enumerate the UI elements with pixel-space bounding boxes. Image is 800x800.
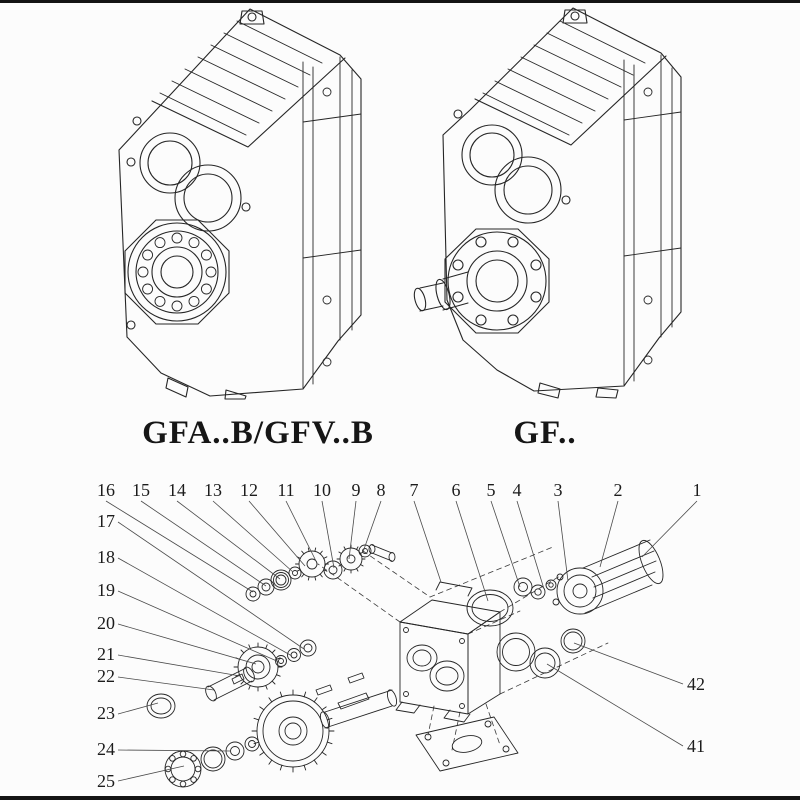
leader-line-7 [413,500,442,583]
part-callout-24: 24 [97,739,115,759]
leader-line-15 [140,500,267,587]
output-bearing-boss [124,219,230,325]
part-callout-13: 13 [204,480,222,500]
exploded-cover-plate [415,716,519,772]
gearbox-drawing-gf [413,7,682,399]
part-callout-8: 8 [377,480,386,500]
output-flange [444,228,550,334]
part-callout-18: 18 [97,547,115,567]
gearbox-drawing-gfab [118,8,362,400]
leader-line-14 [176,500,281,580]
exploded-output-gear-set [164,672,398,788]
part-callout-2: 2 [614,480,623,500]
page-top-border [0,0,800,3]
leader-line-19 [117,590,280,663]
part-callout-42: 42 [687,674,705,694]
part-callout-3: 3 [554,480,563,500]
part-callout-10: 10 [313,480,331,500]
part-callout-19: 19 [97,580,115,600]
part-callout-22: 22 [97,666,115,686]
exploded-intermediate-gear-set [146,639,317,719]
part-callout-41: 41 [687,736,705,756]
leader-line-20 [117,623,257,665]
exploded-fastener-set [513,577,557,600]
cooling-fins-left [159,20,323,136]
rib-column-right [623,54,682,386]
assembly-axis-lines [317,546,609,751]
rib-column-left [302,56,362,389]
part-callout-12: 12 [240,480,258,500]
part-callout-15: 15 [132,480,150,500]
leader-line-10 [321,500,335,569]
leader-line-11 [285,500,317,562]
exploded-gear-housing [395,581,501,723]
part-callout-16: 16 [97,480,115,500]
model-label-gf: GF.. [513,415,576,451]
leader-line-6 [455,500,489,602]
part-callout-6: 6 [452,480,461,500]
leader-line-41 [546,663,684,747]
leader-line-18 [117,557,293,657]
part-callout-14: 14 [168,480,186,500]
part-callout-25: 25 [97,771,115,791]
part-callout-23: 23 [97,703,115,723]
leader-line-8 [362,500,382,553]
output-shaft [413,271,469,312]
cooling-fins-right [482,20,646,136]
part-callout-4: 4 [513,480,522,500]
exploded-seal-ring [466,589,514,627]
leader-line-5 [490,500,521,588]
leader-line-12 [248,500,306,567]
model-label-gfab: GFA..B/GFV..B [142,415,374,451]
leader-line-23 [117,702,159,715]
leader-line-13 [212,500,294,573]
leader-line-16 [105,500,254,593]
leader-line-24 [117,749,231,752]
part-callout-21: 21 [97,644,115,664]
part-callout-9: 9 [352,480,361,500]
leader-line-42 [573,642,684,685]
leader-line-4 [516,500,545,590]
exploded-motor-assembly [552,539,664,615]
exploded-view-drawing [137,232,664,788]
part-callout-7: 7 [410,480,419,500]
leader-line-3 [557,500,569,582]
page-bottom-border [0,796,800,800]
part-callout-1: 1 [693,480,702,500]
part-callout-20: 20 [97,613,115,633]
leader-line-21 [117,654,241,677]
leader-line-25 [117,765,185,782]
part-callout-5: 5 [487,480,496,500]
exploded-bearing-rings [496,628,586,679]
generated-gear-teeth-and-balls [137,232,366,788]
leader-line-17 [117,521,305,650]
leader-line-9 [348,500,357,560]
part-callout-11: 11 [277,480,294,500]
leader-line-2 [599,500,619,568]
part-callout-17: 17 [97,511,115,531]
leader-line-22 [117,676,215,691]
leader-line-1 [641,500,698,558]
